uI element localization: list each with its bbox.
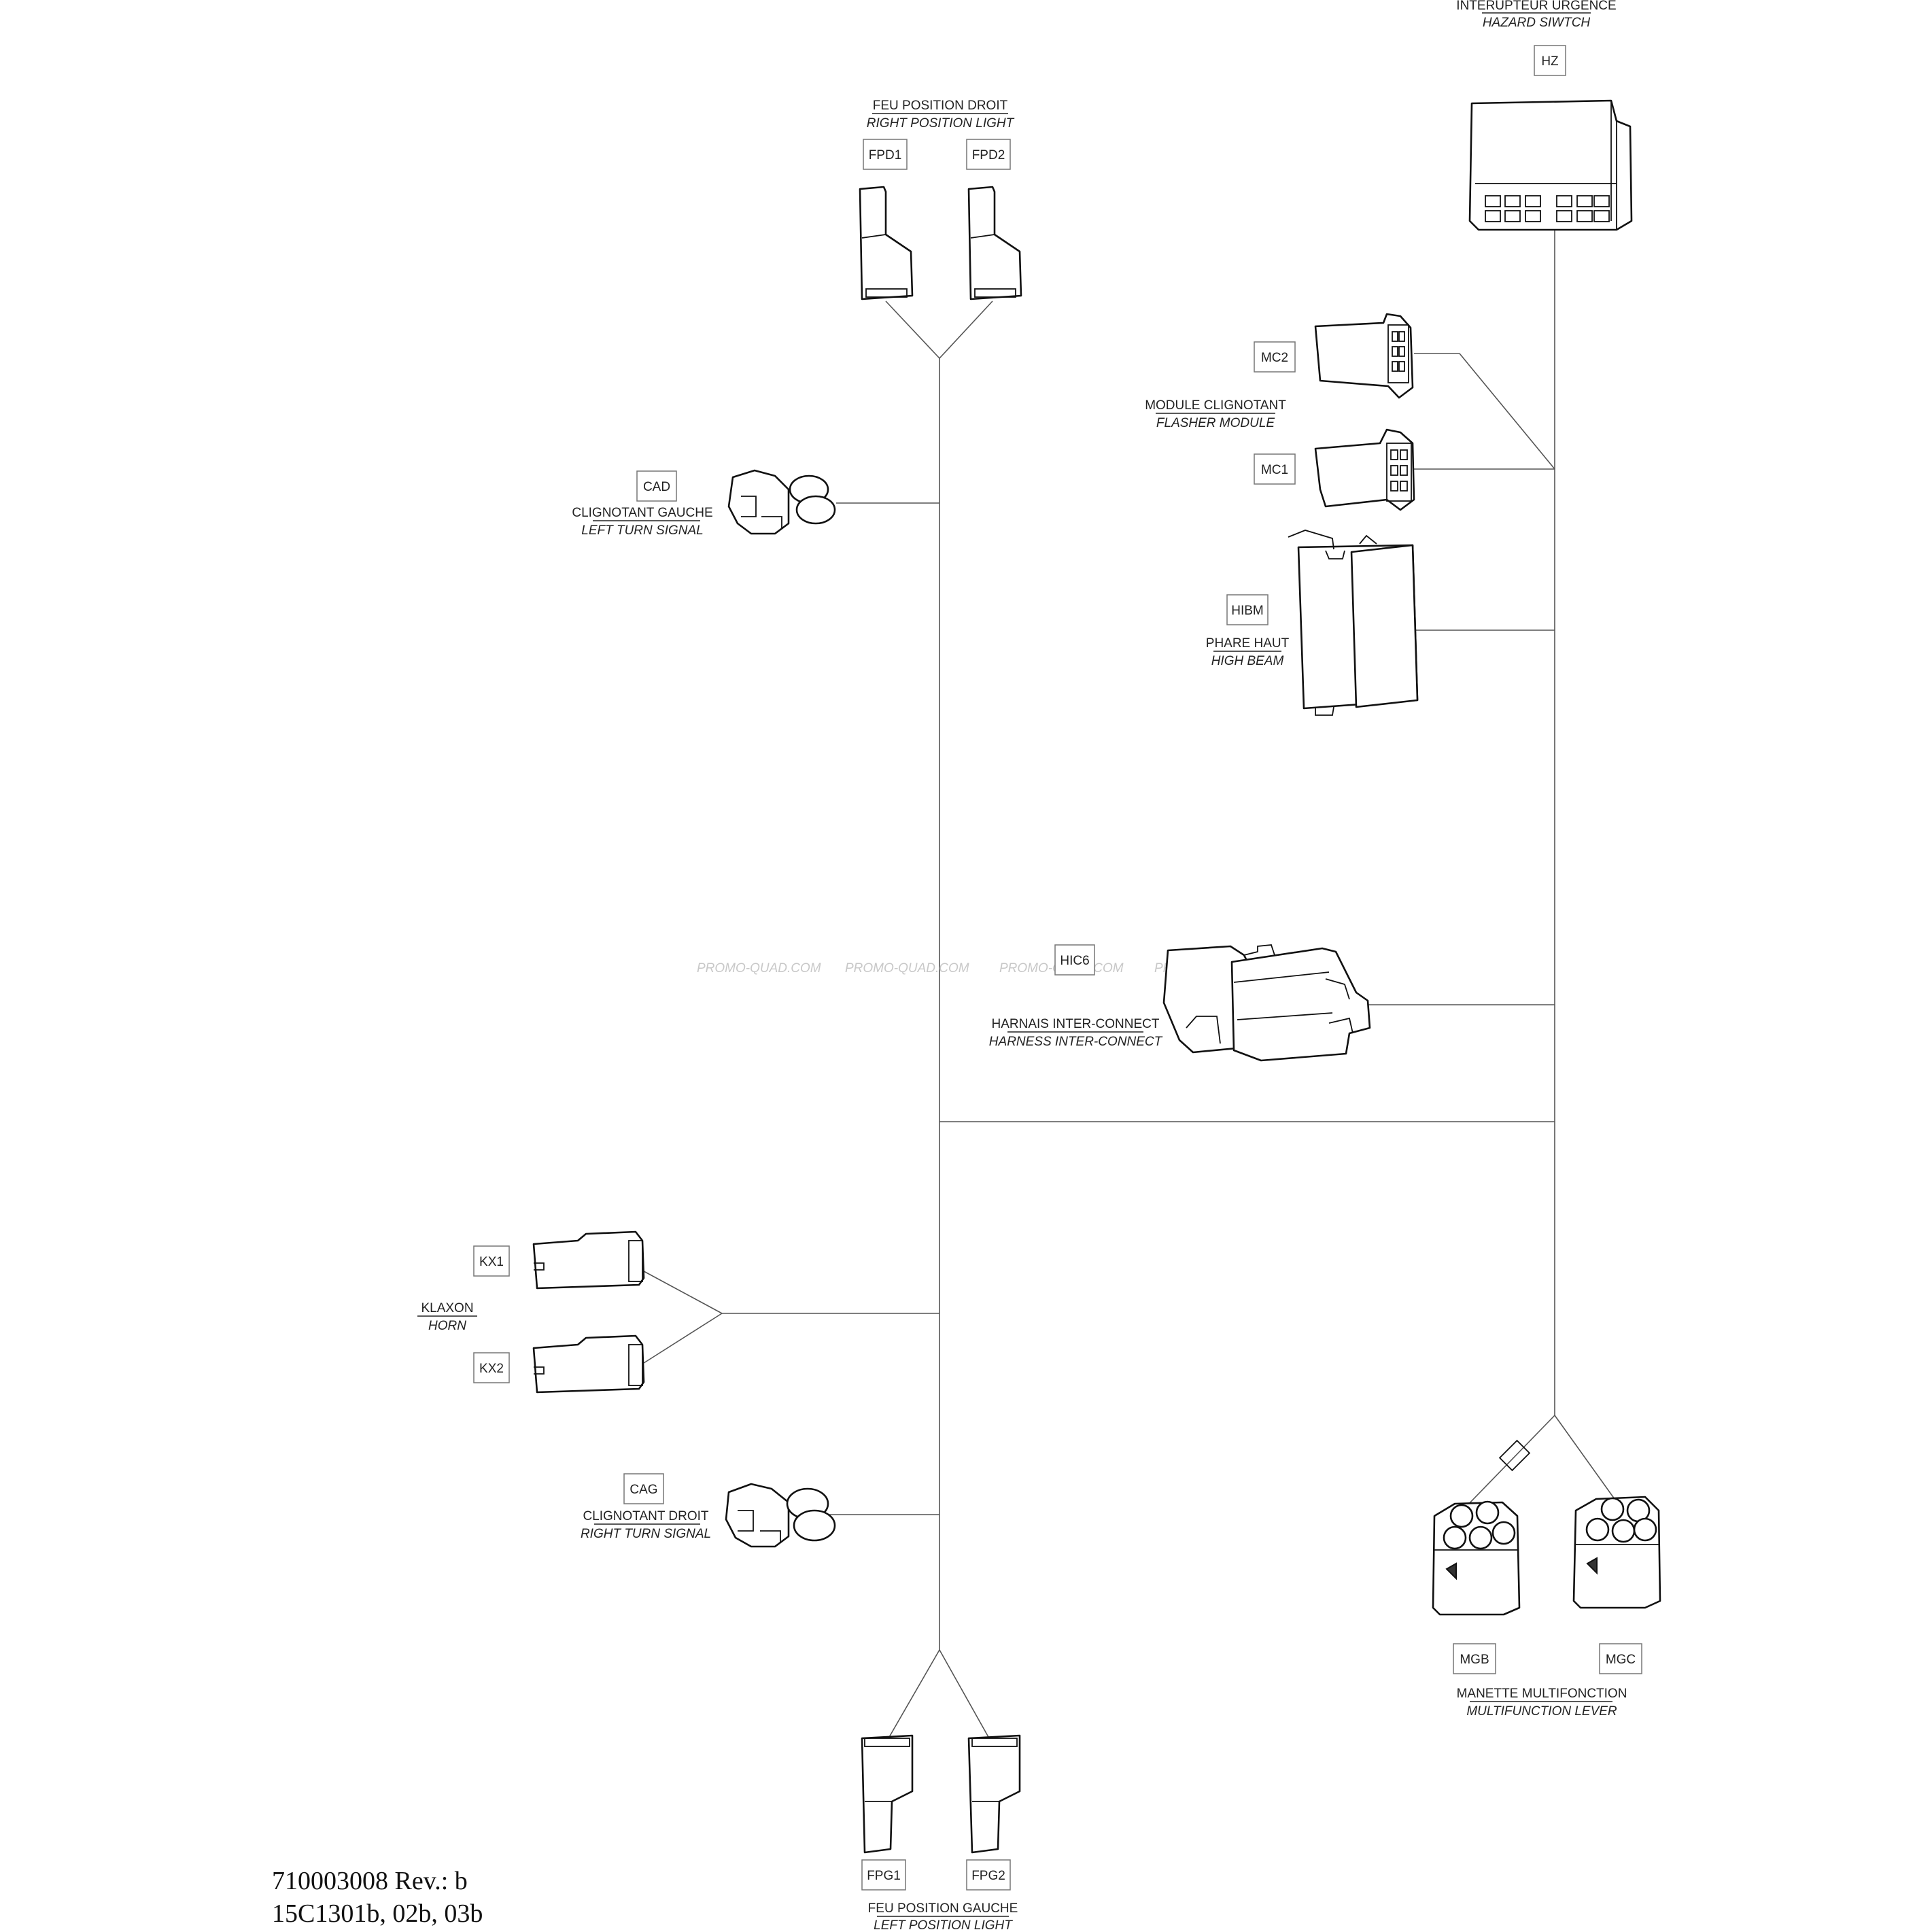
horn-label-fr: KLAXON bbox=[421, 1301, 473, 1315]
horn-connectors: KX1 KLAXON HORN KX2 bbox=[417, 1230, 645, 1394]
fpd1-tag: FPD1 bbox=[869, 148, 902, 162]
harness-inter-connect-label-fr: HARNAIS INTER-CONNECT bbox=[991, 1017, 1159, 1031]
mc1-tag: MC1 bbox=[1261, 463, 1288, 477]
left-turn-signal-connector: CAD CLIGNOTANT GAUCHE LEFT TURN SIGNAL bbox=[572, 469, 836, 538]
high-beam-label-fr: PHARE HAUT bbox=[1206, 636, 1290, 651]
hazard-switch-pins bbox=[1485, 195, 1610, 222]
fpd2-tag: FPD2 bbox=[972, 148, 1005, 162]
fpg1-tag: FPG1 bbox=[867, 1869, 901, 1883]
hazard-switch-label-en: HAZARD SIWTCH bbox=[1483, 16, 1591, 30]
hibm-tag: HIBM bbox=[1231, 604, 1264, 618]
hazard-switch-label-fr: INTERUPTEUR URGENCE bbox=[1456, 0, 1616, 13]
harness-wires bbox=[643, 230, 1615, 1739]
horn-label-en: HORN bbox=[428, 1319, 466, 1333]
model-codes: 15C1301b, 02b, 03b bbox=[272, 1899, 483, 1928]
mc2-tag: MC2 bbox=[1261, 351, 1288, 365]
cad-tag: CAD bbox=[643, 480, 670, 494]
harness-inter-connect-label-en: HARNESS INTER-CONNECT bbox=[989, 1035, 1163, 1049]
right-position-light-label-fr: FEU POSITION DROIT bbox=[873, 99, 1008, 113]
kx1-tag: KX1 bbox=[479, 1255, 504, 1269]
mgc-tag: MGC bbox=[1606, 1653, 1636, 1667]
multifunction-lever-label-en: MULTIFUNCTION LEVER bbox=[1466, 1704, 1617, 1719]
watermarks: PROMO-QUAD.COM PROMO-QUAD.COM PROMO-QUAD… bbox=[697, 961, 1227, 976]
left-turn-signal-label-fr: CLIGNOTANT GAUCHE bbox=[572, 506, 712, 520]
high-beam-label-en: HIGH BEAM bbox=[1211, 654, 1284, 668]
left-position-light-label-en: LEFT POSITION LIGHT bbox=[874, 1918, 1013, 1932]
hazard-switch-tag: HZ bbox=[1541, 54, 1559, 69]
flasher-module-connectors: MC2 MODULE CLIGNOTANT FLASHER MODULE MC1 bbox=[1145, 313, 1415, 511]
flasher-module-label-fr: MODULE CLIGNOTANT bbox=[1145, 398, 1286, 413]
right-position-light-label-en: RIGHT POSITION LIGHT bbox=[867, 116, 1015, 131]
harness-inter-connect-connector: HIC6 HARNAIS INTER-CONNECT HARNESS INTER… bbox=[989, 944, 1371, 1062]
hic6-tag: HIC6 bbox=[1060, 954, 1089, 968]
multifunction-lever-label-fr: MANETTE MULTIFONCTION bbox=[1457, 1687, 1627, 1701]
hazard-switch-connector: INTERUPTEUR URGENCE HAZARD SIWTCH HZ bbox=[1456, 0, 1633, 231]
left-position-light-connectors: FPG1 FPG2 FEU POSITION GAUCHE LEFT POSIT… bbox=[861, 1734, 1021, 1932]
right-turn-signal-label-fr: CLIGNOTANT DROIT bbox=[583, 1509, 708, 1523]
high-beam-relay: HIBM PHARE HAUT HIGH BEAM bbox=[1206, 530, 1419, 716]
right-turn-signal-label-en: RIGHT TURN SIGNAL bbox=[581, 1527, 711, 1541]
multifunction-lever-connectors: MGB MGC MANETTE MULTIFONCTION MULTIFUNCT… bbox=[1432, 1496, 1661, 1719]
watermark-text: PROMO-QUAD.COM bbox=[845, 961, 969, 976]
fpg2-tag: FPG2 bbox=[971, 1869, 1005, 1883]
left-position-light-label-fr: FEU POSITION GAUCHE bbox=[868, 1901, 1018, 1916]
part-number: 710003008 Rev.: b bbox=[272, 1867, 468, 1895]
flasher-module-label-en: FLASHER MODULE bbox=[1156, 416, 1275, 430]
right-position-light-connectors: FEU POSITION DROIT RIGHT POSITION LIGHT … bbox=[859, 99, 1022, 300]
mgb-tag: MGB bbox=[1460, 1653, 1489, 1667]
cag-tag: CAG bbox=[629, 1483, 657, 1497]
left-turn-signal-label-en: LEFT TURN SIGNAL bbox=[581, 523, 703, 538]
kx2-tag: KX2 bbox=[479, 1362, 504, 1376]
right-turn-signal-connector: CAG CLIGNOTANT DROIT RIGHT TURN SIGNAL bbox=[581, 1473, 836, 1548]
watermark-text: PROMO-QUAD.COM bbox=[697, 961, 821, 976]
